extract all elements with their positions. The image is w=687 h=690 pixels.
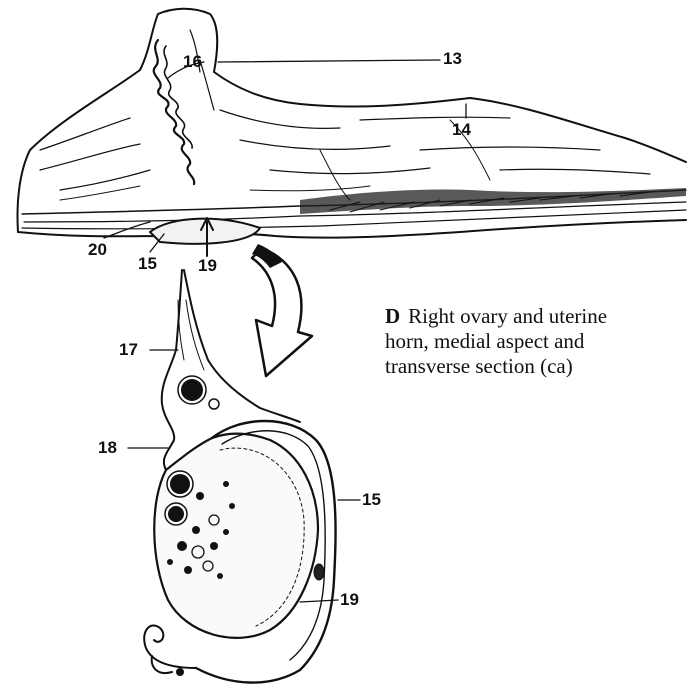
follicle — [177, 541, 187, 551]
label-17: 17 — [119, 341, 138, 358]
label-15-section: 15 — [362, 491, 381, 508]
caption-line-1: D Right ovary and uterine — [385, 304, 687, 329]
follicle — [192, 526, 200, 534]
label-18: 18 — [98, 439, 117, 456]
label-14: 14 — [452, 121, 471, 138]
label-13: 13 — [443, 50, 462, 67]
follicle — [196, 492, 204, 500]
follicle — [181, 379, 203, 401]
fimbria-curl — [144, 625, 196, 673]
fold-line — [40, 30, 650, 190]
mesovarium-stalk — [162, 270, 182, 470]
follicle — [170, 474, 190, 494]
follicle — [210, 542, 218, 550]
figure-caption: D Right ovary and uterine horn, medial as… — [385, 304, 687, 379]
label-20: 20 — [88, 241, 107, 258]
follicle — [209, 399, 219, 409]
caption-line-3: transverse section (ca) — [385, 354, 687, 379]
caption-text-1: Right ovary and uterine — [408, 304, 607, 328]
follicle — [184, 566, 192, 574]
uterine-horn-drawing — [18, 9, 687, 256]
follicle — [223, 481, 229, 487]
follicle — [229, 503, 235, 509]
follicle — [167, 559, 173, 565]
transverse-section — [144, 270, 335, 683]
label-19-section: 19 — [340, 591, 359, 608]
fold-line-2 — [60, 120, 490, 200]
section-arrow — [252, 244, 312, 376]
leader-13 — [218, 60, 440, 62]
section-arrow-body — [252, 248, 312, 376]
fimbria-dot — [176, 668, 184, 676]
caption-letter: D — [385, 304, 400, 328]
ovary-body — [154, 434, 318, 638]
follicle — [168, 506, 184, 522]
label-15-top: 15 — [138, 255, 157, 272]
label-16: 16 — [183, 53, 202, 70]
label-19-top: 19 — [198, 257, 217, 274]
horn-band-low — [22, 210, 686, 229]
oviduct-section-19 — [314, 564, 324, 580]
follicle — [223, 529, 229, 535]
caption-line-2: horn, medial aspect and — [385, 329, 687, 354]
follicle — [217, 573, 223, 579]
